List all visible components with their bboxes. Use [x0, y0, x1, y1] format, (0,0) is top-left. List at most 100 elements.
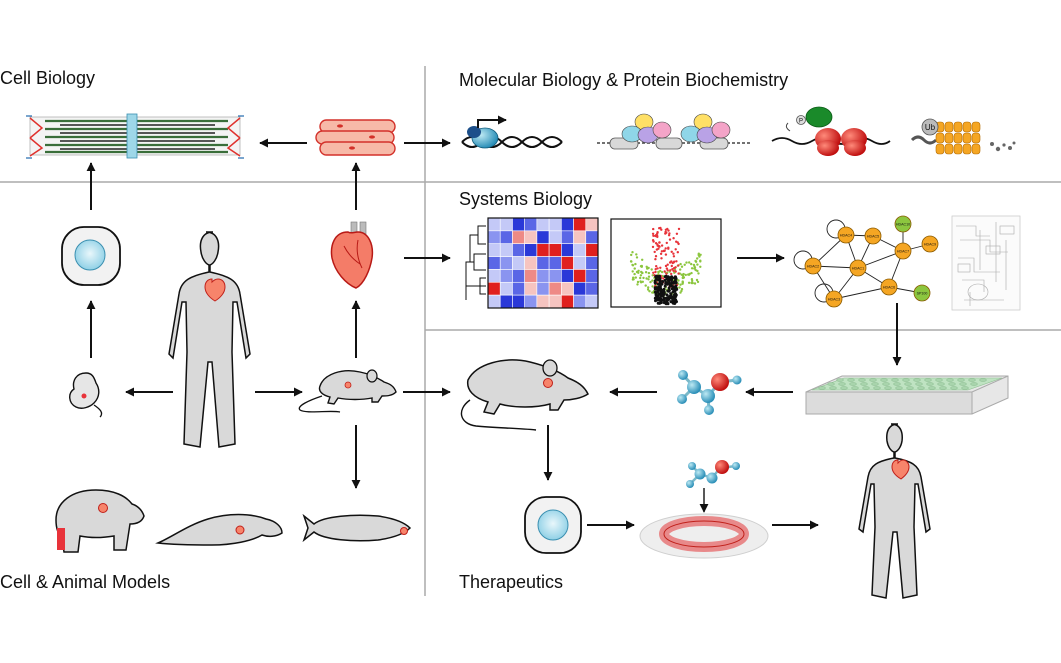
heatmap-cell [585, 294, 599, 309]
volcano-point [651, 274, 654, 277]
volcano-point [633, 272, 636, 276]
heatmap-cell [585, 217, 599, 232]
small-molecule-icon [677, 370, 742, 415]
plate-well [926, 382, 934, 386]
volcano-point [658, 241, 661, 244]
heatmap-cell [536, 217, 550, 232]
volcano-point [681, 281, 684, 284]
volcano-point [658, 278, 662, 282]
plate-well [924, 378, 932, 382]
volcano-point [665, 301, 669, 305]
volcano-point [685, 261, 688, 264]
heatmap-cell [512, 230, 525, 245]
volcano-point [659, 266, 662, 269]
rat-icon [460, 359, 589, 431]
volcano-point [630, 253, 633, 257]
plate-well [847, 378, 855, 382]
volcano-point [699, 259, 702, 262]
volcano-point [654, 275, 658, 279]
volcano-point [660, 270, 664, 274]
volcano-point [656, 282, 660, 286]
volcano-point [679, 262, 682, 266]
heatmap-cell [561, 281, 574, 296]
volcano-point [662, 301, 666, 305]
heatmap-cell [524, 230, 538, 245]
volcano-point [677, 264, 680, 267]
volcano-point [639, 265, 643, 268]
network-node [921, 235, 939, 253]
volcano-point [665, 267, 669, 270]
volcano-point [635, 256, 639, 259]
plate-well [891, 378, 899, 382]
network-node-label: SP100 [917, 292, 928, 296]
volcano-point [632, 276, 635, 279]
heatmap-cell [536, 281, 550, 296]
mouse-icon [298, 369, 397, 413]
section-title-molecular-biology: Molecular Biology & Protein Biochemistry [459, 70, 789, 90]
plate-well [902, 378, 910, 382]
volcano-point [648, 290, 651, 293]
volcano-point [639, 281, 643, 284]
volcano-point [699, 253, 702, 256]
heatmap-cell [548, 256, 562, 270]
volcano-point [650, 268, 653, 271]
heatmap-cell [512, 281, 525, 296]
plate-well [873, 386, 881, 390]
volcano-point [695, 278, 699, 282]
volcano-point [655, 248, 659, 251]
plate-well [959, 382, 967, 386]
heatmap-cell [499, 294, 513, 309]
plate-well [935, 378, 943, 382]
heatmap-cell [524, 269, 538, 283]
volcano-point [696, 257, 699, 260]
volcano-point [669, 292, 673, 296]
network-node [825, 290, 843, 308]
volcano-point [672, 269, 675, 272]
volcano-point [658, 288, 662, 292]
heatmap-cell [573, 281, 587, 296]
volcano-point [662, 277, 665, 280]
volcano-point [667, 246, 670, 249]
volcano-point [644, 271, 648, 274]
volcano-point [639, 274, 643, 277]
volcano-point [688, 261, 691, 264]
volcano-point [659, 269, 662, 273]
plate-well [895, 386, 903, 390]
volcano-point [665, 272, 668, 275]
heatmap-cell [512, 269, 525, 283]
volcano-point [664, 228, 668, 231]
volcano-point [660, 282, 664, 286]
plate-well [869, 378, 877, 382]
plate-well [937, 382, 945, 386]
volcano-point [693, 282, 697, 285]
heatmap-cell [524, 256, 538, 270]
network-node [913, 284, 931, 302]
volcano-point [683, 263, 686, 266]
flow-arrows [86, 138, 902, 530]
volcano-point [672, 252, 675, 255]
volcano-point [653, 279, 657, 283]
volcano-point [631, 251, 634, 254]
volcano-point [647, 278, 650, 281]
volcano-point [664, 253, 668, 256]
volcano-point [656, 243, 659, 246]
plate-well [948, 382, 956, 386]
volcano-point [698, 255, 701, 258]
volcano-point [658, 274, 661, 278]
volcano-point [635, 253, 638, 256]
heatmap-cell [524, 217, 538, 232]
volcano-point [657, 270, 660, 274]
volcano-point [664, 264, 668, 268]
heatmap-cell [548, 243, 562, 257]
volcano-point [684, 273, 687, 277]
plate-well [829, 386, 837, 390]
phospho-label: P [799, 119, 803, 125]
network-node-label: HDAC3 [828, 298, 840, 302]
heatmap-cell [487, 294, 501, 309]
heatmap-cell [487, 269, 501, 283]
volcano-plot-icon [610, 218, 722, 308]
volcano-point [630, 260, 633, 263]
volcano-point [661, 294, 665, 298]
plate-well [838, 382, 846, 386]
volcano-point [644, 284, 647, 287]
